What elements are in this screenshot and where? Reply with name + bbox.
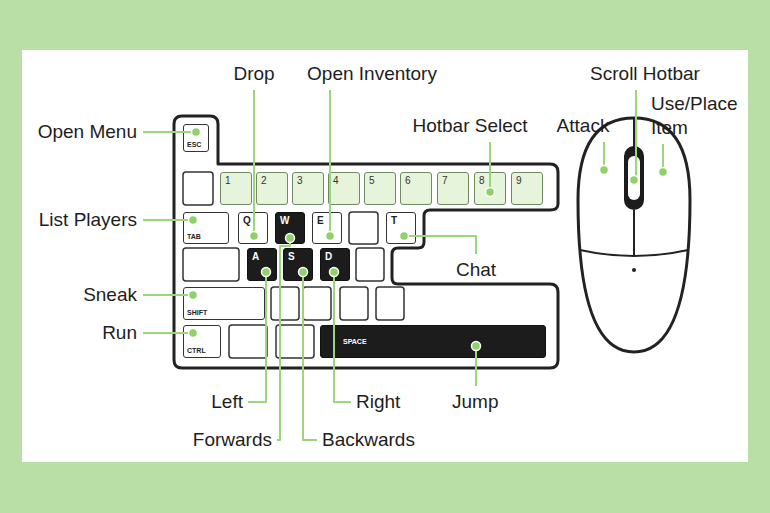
callout-label: List Players <box>39 208 137 232</box>
number-key: 7 <box>437 172 469 205</box>
key-label: 8 <box>479 176 485 186</box>
key-label: SPACE <box>343 338 367 345</box>
leader-line <box>404 236 476 254</box>
white-panel <box>22 50 748 462</box>
key-label: 1 <box>225 176 231 186</box>
key-label: TAB <box>187 233 201 240</box>
callout-label: Left <box>211 390 243 414</box>
key-label: ESC <box>187 141 201 148</box>
leader-dot <box>189 216 198 225</box>
leader-dot <box>472 342 481 351</box>
callout-label: Run <box>102 321 137 345</box>
key-label: 6 <box>405 176 411 186</box>
key-label: 5 <box>369 176 375 186</box>
leader-dot <box>326 232 335 241</box>
leader-dot <box>299 268 308 277</box>
leader-line <box>143 219 193 221</box>
mouse-wheel-inner <box>628 156 640 200</box>
key-label: E <box>317 216 324 226</box>
callout-label: Use/Place Item <box>651 92 747 140</box>
callout-label: Open Inventory <box>307 62 437 86</box>
mouse-wheel <box>624 146 644 210</box>
number-key: 4 <box>328 172 360 205</box>
key-label: Q <box>243 216 251 226</box>
key-label: T <box>391 216 397 226</box>
leader-line <box>143 131 196 133</box>
key-label: CTRL <box>187 347 206 354</box>
blank-key <box>229 325 267 358</box>
callout-label: Hotbar Select <box>412 114 527 138</box>
leader-dot <box>250 232 259 241</box>
mouse <box>578 118 690 352</box>
leader-line <box>329 90 331 236</box>
number-key: 3 <box>292 172 324 205</box>
leader-line <box>475 346 477 386</box>
keyboard-key: CTRL <box>183 325 221 358</box>
blank-key <box>271 287 299 320</box>
callout-label: Open Menu <box>38 120 137 144</box>
mouse-body <box>578 118 690 352</box>
key-label: S <box>288 252 295 262</box>
key-label: 9 <box>516 176 522 186</box>
callout-label: Right <box>356 390 400 414</box>
leader-dot <box>189 291 198 300</box>
leader-dot <box>400 232 409 241</box>
callout-label: Jump <box>452 390 498 414</box>
keyboard-key: A <box>247 248 277 281</box>
number-key: 1 <box>220 172 252 205</box>
blank-key <box>276 325 314 358</box>
number-key: 9 <box>511 172 543 205</box>
blank-key <box>349 212 378 244</box>
blank-key <box>183 172 213 205</box>
leader-line <box>489 142 491 192</box>
callout-label: Sneak <box>83 283 137 307</box>
keyboard-key: SPACE <box>320 325 546 358</box>
leader-line <box>248 272 266 402</box>
key-label: W <box>280 216 289 226</box>
leader-dot <box>262 268 271 277</box>
number-key: 2 <box>256 172 288 205</box>
callout-label: Drop <box>233 62 274 86</box>
callout-label: Scroll Hotbar <box>590 62 700 86</box>
blank-key <box>303 287 331 320</box>
key-label: 3 <box>297 176 303 186</box>
key-label: A <box>252 252 259 262</box>
key-label: D <box>325 252 332 262</box>
leader-line <box>143 294 193 296</box>
key-label: 2 <box>261 176 267 186</box>
callout-label: Chat <box>456 258 496 282</box>
blank-key <box>376 287 404 320</box>
leader-line <box>277 238 290 440</box>
leader-line <box>303 272 317 440</box>
leader-dot <box>189 329 198 338</box>
number-key: 6 <box>400 172 432 205</box>
leader-line <box>143 332 193 334</box>
callout-label: Backwards <box>322 428 415 452</box>
mouse-sensor-dot <box>632 268 636 272</box>
leader-dot <box>600 166 609 175</box>
leader-dot <box>659 168 668 177</box>
leader-dot <box>330 268 339 277</box>
leader-dot <box>192 128 201 137</box>
key-label: 7 <box>442 176 448 186</box>
leader-dot <box>486 188 495 197</box>
leader-line <box>635 90 637 180</box>
blank-key <box>183 248 239 281</box>
leader-line <box>253 90 255 236</box>
keyboard-key: S <box>283 248 313 281</box>
key-label: SHIFT <box>187 309 207 316</box>
leader-dot <box>630 176 639 185</box>
leader-line <box>334 272 351 402</box>
blank-key <box>356 248 384 281</box>
blank-key <box>340 287 368 320</box>
callout-label: Forwards <box>193 428 272 452</box>
leader-dot <box>286 234 295 243</box>
key-label: 4 <box>333 176 339 186</box>
number-key: 5 <box>364 172 396 205</box>
callout-label: Attack <box>557 114 610 138</box>
keyboard-outline <box>174 116 558 368</box>
